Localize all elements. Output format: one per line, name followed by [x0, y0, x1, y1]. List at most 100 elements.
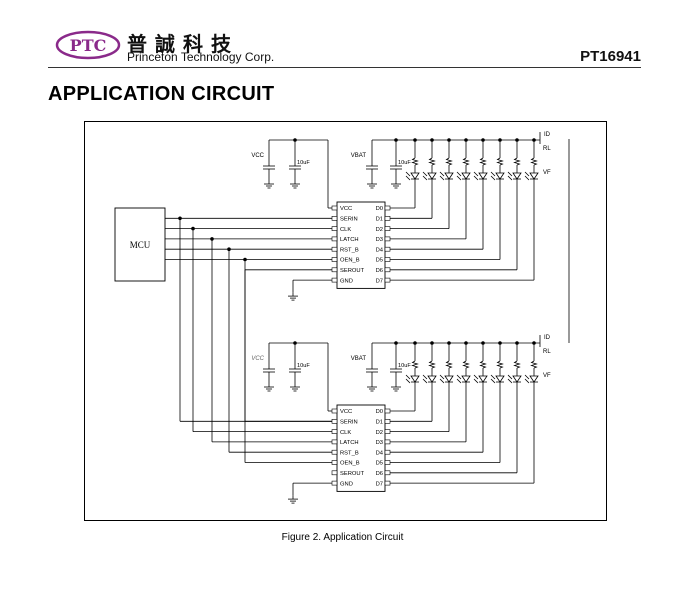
pin-box [384, 449, 391, 455]
pin-box [384, 236, 391, 242]
resistor-symbol [496, 157, 504, 166]
pin-label: D1 [376, 420, 383, 426]
led-ray [473, 378, 479, 384]
led-ray [422, 175, 428, 181]
pin-label: D2 [376, 430, 383, 436]
resistor-symbol [428, 157, 436, 166]
resistor-symbol [479, 360, 487, 369]
resistor-symbol [530, 157, 538, 166]
pin-box [331, 418, 338, 424]
led-ray [456, 171, 462, 177]
led-ray [507, 378, 513, 384]
led-ray [439, 171, 445, 177]
led-ray [490, 374, 496, 380]
led-symbol [410, 172, 420, 180]
pin-label: SERIN [340, 420, 358, 426]
led-ray [507, 374, 513, 380]
pin-box [384, 257, 391, 262]
pin-label: SEROUT [340, 471, 365, 477]
pin-box [384, 226, 391, 231]
resistor-symbol [428, 360, 436, 369]
pin-label: D2 [376, 227, 383, 233]
pin-label: GND [340, 278, 353, 284]
pin-label: D5 [376, 461, 383, 467]
part-number: PT16941 [580, 48, 641, 65]
resistor-symbol [411, 360, 419, 369]
junction-dot [394, 341, 398, 345]
resistor-symbol [479, 157, 487, 166]
vbat-label: VBAT [351, 153, 367, 159]
current-label: ID [544, 132, 551, 138]
led-ray [456, 378, 462, 384]
pin-box [331, 205, 338, 211]
header-rule [48, 67, 641, 68]
led-ray [422, 374, 428, 380]
led-ray [405, 175, 411, 181]
pin-label: SERIN [340, 217, 358, 223]
pin-box [384, 205, 391, 211]
led-symbol [512, 172, 522, 180]
led-symbol [461, 375, 471, 383]
pin-box [384, 480, 391, 486]
pin-box [384, 429, 391, 434]
pin-label: D1 [376, 217, 383, 223]
pin-box [331, 277, 338, 283]
pin-label: VCC [340, 206, 352, 212]
led-ray [439, 378, 445, 384]
pin-label: D4 [376, 247, 384, 253]
led-symbol [410, 375, 420, 383]
pin-label: D7 [376, 481, 383, 487]
led-ray [473, 374, 479, 380]
vbat-label: VBAT [351, 356, 367, 362]
resistor-symbol [445, 157, 453, 166]
vcc-label: VCC [251, 356, 264, 362]
pin-label: OEN_B [340, 461, 360, 467]
led-ray [490, 175, 496, 181]
company-name-chinese: 普誠科技 [127, 32, 239, 56]
pin-box [384, 470, 391, 476]
pin-box [331, 449, 338, 455]
driver-ic [336, 404, 386, 492]
led-ray [439, 374, 445, 380]
led-ray [422, 378, 428, 384]
led-voltage-label: VF [543, 373, 551, 379]
cap-label: 10uF [297, 160, 310, 166]
led-ray [405, 374, 411, 380]
pin-box [331, 470, 338, 476]
resistor-label: RL [543, 146, 551, 152]
pin-label: CLK [340, 227, 351, 233]
led-symbol [427, 172, 437, 180]
led-ray [490, 171, 496, 177]
pin-label: CLK [340, 430, 351, 436]
led-ray [507, 171, 513, 177]
vcc-label: VCC [251, 153, 264, 159]
led-ray [524, 171, 530, 177]
figure-caption: Figure 2. Application Circuit [281, 532, 404, 543]
cap-label: 10uF [398, 363, 411, 369]
pin-label: D4 [376, 450, 384, 456]
resistor-symbol [411, 157, 419, 166]
pin-label: VCC [340, 409, 352, 415]
led-ray [439, 175, 445, 181]
pin-label: D3 [376, 440, 383, 446]
ptc-logo: PTC [55, 30, 121, 60]
pin-label: D0 [376, 206, 383, 212]
led-symbol [478, 172, 488, 180]
resistor-symbol [462, 157, 470, 166]
led-ray [473, 175, 479, 181]
company-name-english: Princeton Technology Corp. [127, 50, 275, 64]
pin-box [331, 429, 338, 434]
section-title: APPLICATION CIRCUIT [48, 83, 275, 105]
cap-label: 10uF [398, 160, 411, 166]
current-label: ID [544, 335, 551, 341]
led-symbol [444, 172, 454, 180]
mcu-box [114, 207, 166, 282]
led-ray [405, 378, 411, 384]
resistor-label: RL [543, 349, 551, 355]
pin-box [331, 226, 338, 231]
pin-box [331, 460, 338, 465]
pin-label: OEN_B [340, 258, 360, 264]
led-ray [524, 175, 530, 181]
cap-label: 10uF [297, 363, 310, 369]
led-ray [422, 171, 428, 177]
